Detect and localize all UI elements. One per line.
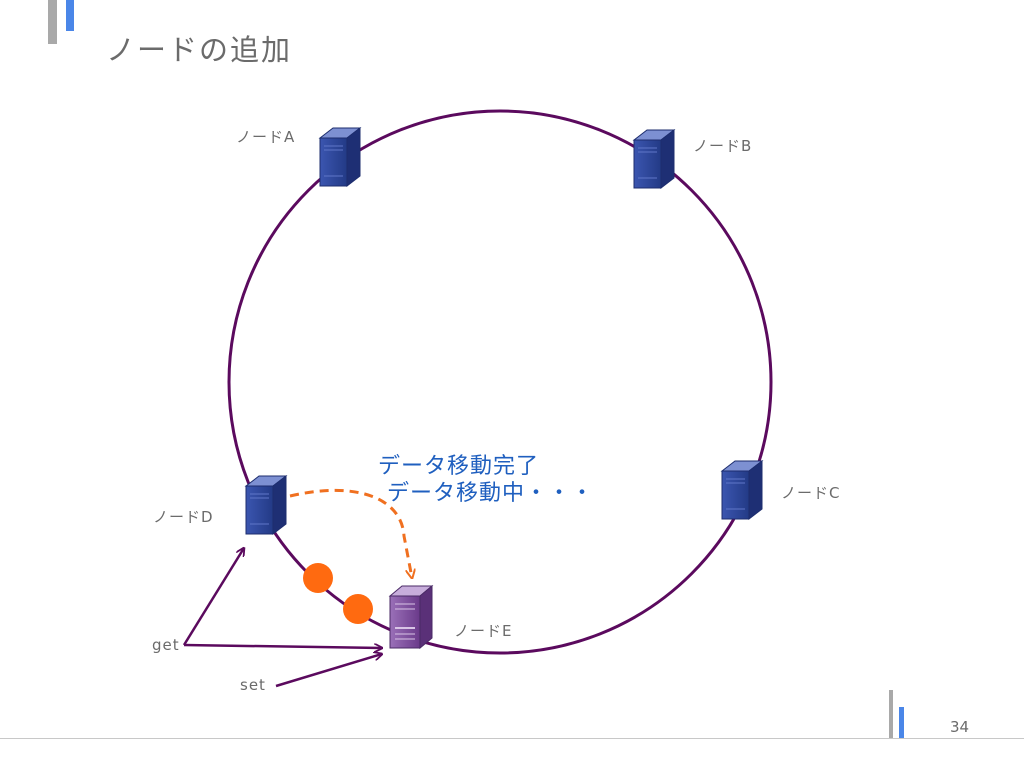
- node-c-label: ノードC: [781, 484, 841, 502]
- server-icon-node-b: [633, 129, 675, 189]
- footer-divider: [0, 738, 1024, 739]
- node-b-label: ノードB: [693, 137, 753, 155]
- slide-title: ノードの追加: [106, 33, 293, 67]
- status-migration-in-progress: データ移動中・・・: [387, 481, 595, 506]
- accent-bar-gray: [889, 690, 893, 738]
- node-d-label: ノードD: [153, 508, 214, 526]
- server-icon-node-a: [319, 127, 361, 187]
- page-number: 34: [950, 718, 970, 736]
- server-icon-node-e: [389, 585, 433, 649]
- status-migration-done: データ移動完了: [378, 454, 540, 479]
- get-arrow-to-node-d: [182, 548, 244, 646]
- accent-bar-blue: [66, 0, 74, 31]
- data-dot: [343, 594, 373, 624]
- data-dot: [303, 563, 333, 593]
- set-arrow-to-node-e: [275, 654, 382, 688]
- hash-ring: [227, 109, 773, 655]
- get-label: get: [152, 636, 180, 654]
- server-icon-node-d: [245, 475, 287, 535]
- node-e-label: ノードE: [454, 622, 513, 640]
- server-icon-node-c: [721, 460, 763, 520]
- set-label: set: [240, 676, 266, 694]
- accent-bar-blue: [899, 707, 904, 738]
- get-arrow-to-node-e: [183, 645, 382, 648]
- accent-bar-gray: [48, 0, 57, 44]
- node-a-label: ノードA: [236, 128, 296, 146]
